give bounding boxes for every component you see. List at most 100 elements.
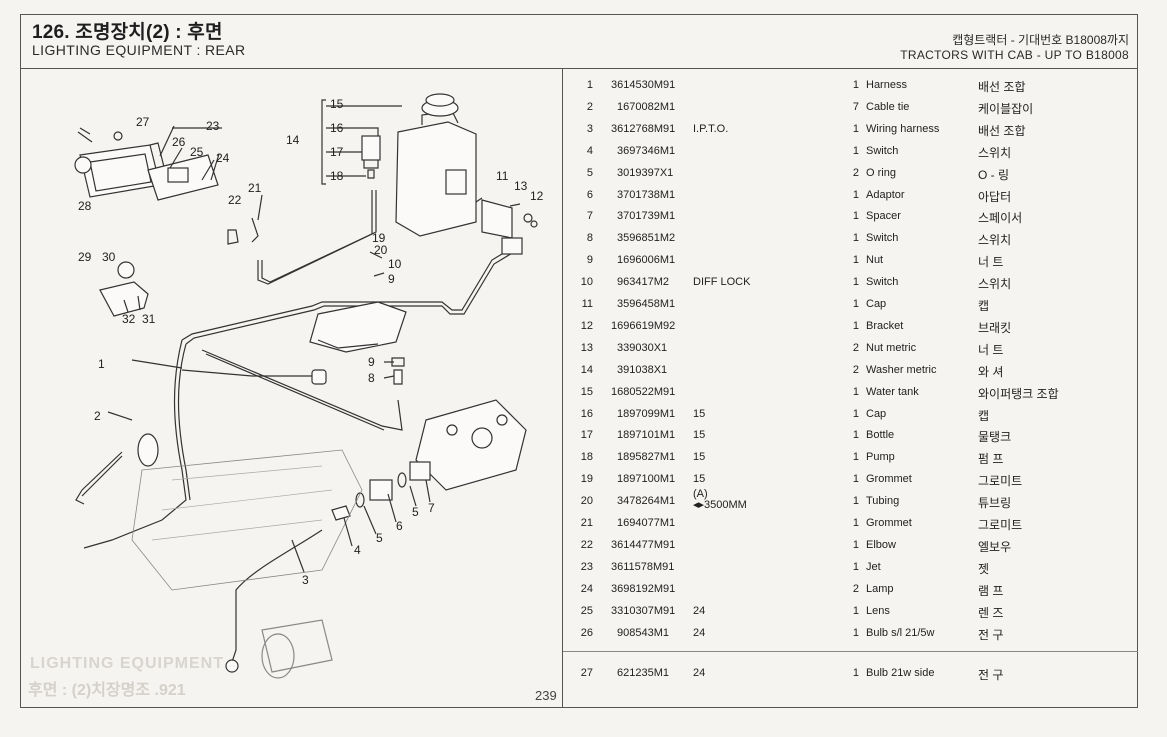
- part-description-korean: 너 트: [978, 342, 1004, 357]
- part-number: 3701739M1: [617, 210, 676, 223]
- callout-33: 32: [122, 312, 136, 326]
- part-quantity: 7: [852, 100, 859, 113]
- part-number: 3310307M91: [611, 604, 676, 617]
- part-quantity: 1: [852, 122, 859, 135]
- part-reference: 24: [693, 626, 706, 639]
- part-description-korean: O - 링: [978, 167, 1010, 182]
- part-description-korean: 물탱크: [978, 430, 1012, 445]
- callout-31: 30: [102, 250, 116, 264]
- part-quantity: 2: [852, 341, 859, 354]
- part-quantity: 2: [852, 582, 859, 595]
- part-index: 22: [580, 538, 593, 551]
- part-description-korean: 젯: [978, 561, 990, 576]
- part-description: Cap: [866, 407, 887, 420]
- part-index: 15: [580, 385, 593, 398]
- callout-13: 12: [530, 189, 544, 203]
- part-quantity: 1: [852, 298, 859, 310]
- part-description-korean: 와 셔: [978, 364, 1004, 379]
- callout-1: 1: [98, 357, 105, 371]
- part-quantity: 1: [852, 604, 859, 617]
- part-index: 18: [580, 451, 593, 464]
- diagram-callouts: 15 16 17 18 14 27 23 26 25 24 28 21 22 1…: [78, 97, 544, 587]
- model-subtitle-korean: 캡형트랙터 - 기대번호 B18008까지: [952, 33, 1129, 47]
- part-description: Grommet: [866, 517, 912, 529]
- part-index: 14: [580, 363, 593, 376]
- part-reference: 15: [693, 407, 706, 420]
- part-quantity: 1: [852, 667, 859, 679]
- page-title-english: LIGHTING EQUIPMENT : REAR: [32, 42, 246, 58]
- part-description-korean: 엘보우: [978, 539, 1012, 554]
- callout-8-label: 8: [368, 371, 375, 385]
- part-quantity: 1: [852, 538, 859, 551]
- part-number: 1670082M1: [617, 100, 676, 113]
- part-quantity: 1: [852, 144, 859, 157]
- part-quantity: 1: [852, 188, 859, 201]
- part-description: Pump: [866, 451, 895, 464]
- callout-7-label: 7: [428, 501, 435, 515]
- part-index: 26: [580, 626, 593, 639]
- part-description-korean: 스위치: [978, 233, 1012, 248]
- part-index: 9: [586, 254, 593, 267]
- part-number: 3614477M91: [611, 538, 676, 551]
- part-description: Adaptor: [866, 188, 905, 201]
- callout-5a-label: 5: [376, 531, 383, 545]
- part-quantity: 2: [852, 166, 859, 179]
- part-description-korean: 스위치: [978, 277, 1012, 292]
- part-description: Wiring harness: [866, 122, 940, 135]
- header-divider: [20, 68, 1138, 69]
- part-reference: 15: [693, 451, 706, 464]
- rear-lamp-drawing: [74, 127, 219, 201]
- part-number: 963417M2: [617, 276, 669, 289]
- part-quantity: 1: [852, 276, 859, 289]
- part-reference: 24: [693, 667, 706, 679]
- part-description: Switch: [866, 276, 899, 289]
- part-quantity: 1: [852, 319, 859, 332]
- part-number: 1897100M1: [617, 473, 676, 486]
- part-description: Bulb 21w side: [866, 667, 935, 679]
- part-number: 3478264M1: [617, 495, 676, 508]
- part-number: 1696006M1: [617, 254, 676, 267]
- part-description: Cap: [866, 298, 887, 310]
- callout-23: 22: [228, 193, 242, 207]
- part-description-korean: 캡: [978, 408, 990, 423]
- part-quantity: 1: [852, 560, 859, 573]
- part-quantity: 1: [852, 473, 859, 486]
- part-description: Jet: [866, 560, 881, 573]
- part-number: 3697346M1: [617, 144, 676, 157]
- part-number: 3611578M91: [611, 560, 675, 573]
- bleed-through-text-2: 후면 : (2)치장명조 .921: [28, 682, 186, 699]
- callout-5b-label: 5: [412, 505, 419, 519]
- part-description: Bottle: [866, 429, 895, 442]
- part-number: 1895827M1: [617, 451, 676, 464]
- part-number: 1680522M91: [611, 385, 676, 398]
- callout-2: 2: [94, 409, 101, 423]
- page-title-korean: 126. 조명장치(2) : 후면: [32, 22, 223, 43]
- part-index: 1: [586, 79, 593, 91]
- part-quantity: 1: [852, 451, 859, 464]
- part-number: 3701738M1: [617, 188, 676, 201]
- model-subtitle-english: TRACTORS WITH CAB - UP TO B18008: [900, 48, 1129, 62]
- callout-10: 9: [388, 272, 395, 286]
- page-number: 239: [535, 688, 557, 703]
- part-quantity: 1: [852, 254, 859, 267]
- part-index: 6: [586, 188, 593, 201]
- part-index: 25: [580, 604, 593, 617]
